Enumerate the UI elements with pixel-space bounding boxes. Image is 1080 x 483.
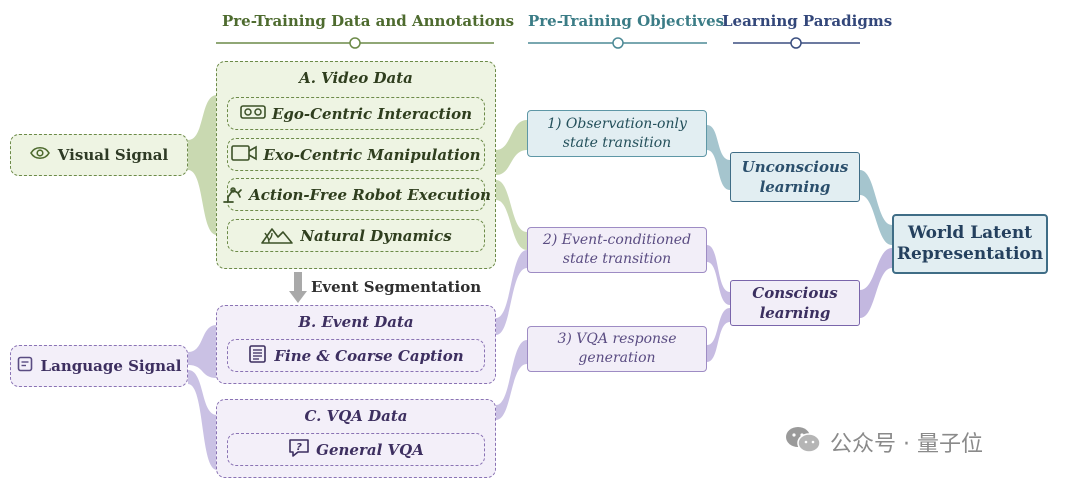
header-pretraining-data: Pre-Training Data and Annotations xyxy=(222,12,515,30)
unconscious-line1: Unconscious xyxy=(741,158,849,176)
mountain-plant-icon xyxy=(260,223,294,249)
objective-2-line1: 2) Event-conditioned xyxy=(542,232,692,248)
watermark-text: 公众号 · 量子位 xyxy=(830,432,983,457)
objective-1-line1: 1) Observation-only xyxy=(547,115,687,132)
band-visual-to-video xyxy=(188,95,217,235)
header-pretraining-objectives: Pre-Training Objectives xyxy=(528,12,725,30)
unconscious-line2: learning xyxy=(759,178,831,196)
band-video-to-obj1 xyxy=(496,120,527,175)
event-segmentation-label: Event Segmentation xyxy=(311,278,482,296)
unconscious-learning-box: Unconscious learning xyxy=(730,152,860,202)
robot-arm-icon xyxy=(221,182,243,208)
vqa-item-label: General VQA xyxy=(316,440,424,459)
conscious-learning-box: Conscious learning xyxy=(730,280,860,326)
band-conscious-to-world xyxy=(860,248,892,318)
objective-2-line2: state transition xyxy=(562,251,672,267)
svg-text:?: ? xyxy=(296,442,302,453)
wechat-icon xyxy=(784,425,822,459)
band-unconscious-to-world xyxy=(860,170,892,245)
band-obj2-to-conscious xyxy=(707,245,730,305)
band-video-to-obj2 xyxy=(496,180,527,250)
conscious-line1: Conscious xyxy=(752,284,838,302)
video-data-title: A. Video Data xyxy=(299,69,413,87)
vqa-item-general: ? General VQA xyxy=(227,433,485,466)
video-item-label: Action-Free Robot Execution xyxy=(249,185,491,204)
event-data-title: B. Event Data xyxy=(298,313,414,331)
objective-1-line2: state transition xyxy=(562,134,672,151)
question-chat-icon: ? xyxy=(288,438,310,462)
band-vqa-to-obj3 xyxy=(496,340,527,420)
video-item-label: Natural Dynamics xyxy=(300,226,452,245)
language-signal-label: Language Signal xyxy=(40,357,182,375)
header-learning-paradigms: Learning Paradigms xyxy=(722,12,893,30)
event-item-label: Fine & Coarse Caption xyxy=(274,346,464,365)
video-item-robot-execution: Action-Free Robot Execution xyxy=(223,178,491,211)
band-language-to-vqa xyxy=(188,370,217,470)
band-event-to-obj2 xyxy=(496,250,527,335)
objective-3-line2: generation xyxy=(578,350,656,366)
vr-headset-icon xyxy=(240,104,266,124)
band-obj3-to-conscious xyxy=(707,308,730,362)
video-item-label: Exo-Centric Manipulation xyxy=(263,145,481,164)
header-underlines xyxy=(216,37,860,49)
note-icon xyxy=(17,356,33,376)
band-obj1-to-unconscious xyxy=(707,125,730,190)
visual-signal-label: Visual Signal xyxy=(57,146,169,164)
video-item-ego-centric: Ego-Centric Interaction xyxy=(227,97,485,130)
language-signal-node: Language Signal xyxy=(10,345,188,387)
objective-2-box: 2) Event-conditioned state transition xyxy=(527,227,707,273)
eye-icon xyxy=(29,146,50,164)
band-language-to-event xyxy=(188,325,217,378)
vqa-data-title: C. VQA Data xyxy=(304,407,408,425)
video-item-natural-dynamics: Natural Dynamics xyxy=(227,219,485,252)
world-latent-representation-box: World Latent Representation xyxy=(892,214,1048,274)
objective-3-box: 3) VQA response generation xyxy=(527,326,707,372)
world-line1: World Latent xyxy=(907,223,1033,243)
caption-document-icon xyxy=(248,344,268,368)
world-line2: Representation xyxy=(896,244,1044,264)
event-item-caption: Fine & Coarse Caption xyxy=(227,339,485,372)
down-arrow-icon xyxy=(289,272,307,303)
objective-3-line1: 3) VQA response xyxy=(557,331,677,347)
objective-1-box: 1) Observation-only state transition xyxy=(527,110,707,157)
watermark: 公众号 · 量子位 xyxy=(784,425,983,459)
video-camera-icon xyxy=(231,144,258,166)
video-item-exo-centric: Exo-Centric Manipulation xyxy=(227,138,485,171)
video-item-label: Ego-Centric Interaction xyxy=(271,104,473,123)
visual-signal-node: Visual Signal xyxy=(10,134,188,176)
conscious-line2: learning xyxy=(759,304,831,322)
